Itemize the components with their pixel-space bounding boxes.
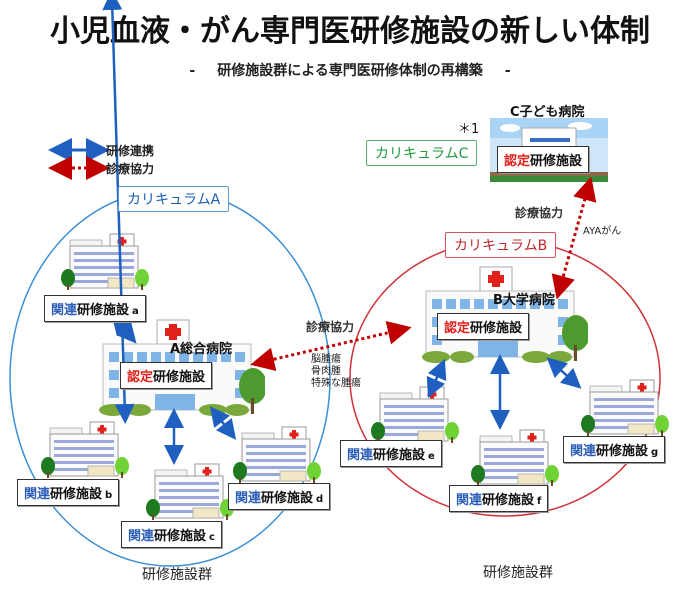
- curriculum-b-label: カリキュラムB: [445, 232, 557, 258]
- facility-type: 研修施設: [154, 529, 207, 544]
- facility-a-building: [60, 233, 150, 291]
- training-arrow-d: [209, 406, 237, 440]
- facility-letter: e: [428, 451, 435, 462]
- c-hospital-label: 認定研修施設: [497, 146, 590, 173]
- facility-letter: c: [209, 532, 215, 543]
- a-b-cooperation-label: 診療協力: [306, 320, 355, 334]
- related-tag: 関連: [24, 487, 51, 502]
- related-tag: 関連: [570, 444, 597, 459]
- a-b-cooperation-topics: 脳腫瘍 骨肉腫 特殊な腫瘍: [311, 354, 361, 390]
- certified-tag: 認定: [504, 154, 531, 169]
- facility-letter: f: [537, 496, 542, 507]
- facility-letter: b: [105, 490, 113, 501]
- facility-type: 研修施設: [482, 493, 535, 508]
- left-group-label: 研修施設群: [142, 567, 212, 583]
- page-subtitle: - 研修施設群による専門医研修体制の再構築 -: [0, 60, 700, 80]
- facility-b-building: [40, 421, 130, 479]
- certified-tag: 認定: [127, 370, 154, 385]
- related-tag: 関連: [235, 491, 262, 506]
- facility-g-building: [580, 379, 670, 437]
- subtitle-dash-right: -: [504, 63, 511, 79]
- clinical-arrow-b-c: [551, 176, 597, 300]
- facility-letter: a: [132, 306, 139, 317]
- b-c-cooperation-label: 診療協力: [515, 206, 564, 220]
- facility-f-building: [470, 429, 560, 487]
- related-tag: 関連: [51, 303, 78, 318]
- topic-brain-tumor: 脳腫瘍: [311, 354, 341, 365]
- facility-c-building: [145, 463, 235, 521]
- facility-letter: d: [316, 494, 324, 505]
- topic-special-tumor: 特殊な腫瘍: [311, 378, 361, 389]
- facility-e-building: [370, 386, 460, 444]
- b-hospital-name: B大学病院: [493, 293, 555, 308]
- curriculum-c-label: カリキュラムC: [366, 140, 478, 166]
- related-tag: 関連: [456, 493, 483, 508]
- training-arrow-g: [546, 357, 582, 389]
- curriculum-a-label: カリキュラムA: [118, 186, 230, 212]
- facility-type: 研修施設: [373, 448, 426, 463]
- subtitle-dash-left: -: [189, 63, 196, 79]
- right-group-label: 研修施設群: [483, 565, 553, 581]
- facility-d-building: [232, 426, 322, 484]
- a-hospital-label: 認定研修施設: [120, 362, 213, 389]
- facility-type: 研修施設: [596, 444, 649, 459]
- facility-type: 研修施設: [261, 491, 314, 506]
- b-hospital-label: 認定研修施設: [437, 313, 530, 340]
- a-hospital-name: A総合病院: [170, 342, 233, 357]
- facility-type: 研修施設: [153, 370, 206, 385]
- topic-osteosarcoma: 骨肉腫: [311, 366, 341, 377]
- facility-letter: g: [651, 447, 659, 458]
- related-tag: 関連: [128, 529, 155, 544]
- page-title: 小児血液・がん専門医研修施設の新しい体制: [50, 14, 650, 49]
- facility-type: 研修施設: [530, 154, 583, 169]
- c-hospital-name: C子ども病院: [510, 105, 585, 120]
- related-tag: 関連: [347, 448, 374, 463]
- certified-tag: 認定: [444, 321, 471, 336]
- legend-clinical-label: 診療協力: [106, 162, 155, 176]
- facility-type: 研修施設: [470, 321, 523, 336]
- training-arrow-a: [111, 314, 137, 344]
- training-arrow-e: [426, 358, 447, 399]
- legend-training-label: 研修連携: [106, 144, 155, 158]
- facility-type: 研修施設: [50, 487, 103, 502]
- b-c-cooperation-topic: AYAがん: [583, 226, 622, 237]
- subtitle-text: 研修施設群による専門医研修体制の再構築: [217, 63, 483, 79]
- note-mark: ＊1: [458, 122, 480, 137]
- facility-type: 研修施設: [77, 303, 130, 318]
